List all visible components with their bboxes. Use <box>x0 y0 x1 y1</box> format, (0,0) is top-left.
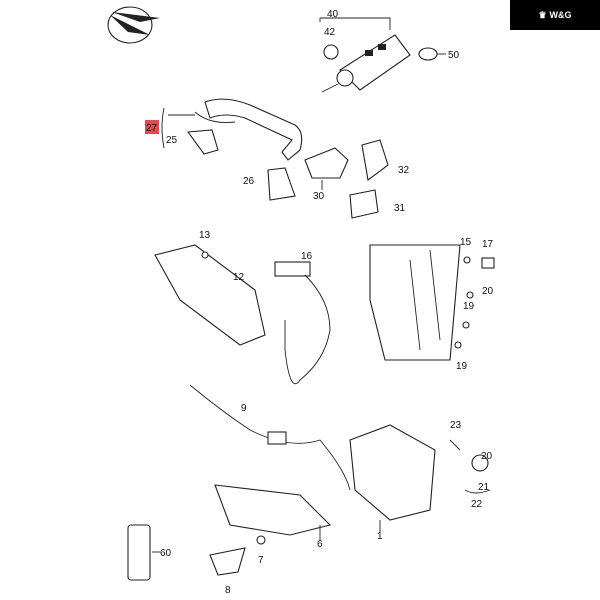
highlight-box <box>145 120 159 134</box>
key-fob <box>321 34 411 93</box>
crown-icon: ♛ <box>538 9 547 20</box>
lock-cylinder-30 <box>304 147 349 190</box>
screw-7 <box>256 535 266 545</box>
callout-30: 30 <box>313 191 325 202</box>
callout-21: 21 <box>478 482 490 493</box>
brand-badge: ♛ W&G <box>510 0 600 30</box>
seal-26 <box>267 167 296 201</box>
callout-60: 60 <box>160 548 172 559</box>
vw-logo <box>107 6 160 44</box>
callout-40: 40 <box>327 9 339 20</box>
cap-8 <box>209 547 246 576</box>
callout-9: 9 <box>241 403 247 414</box>
callout-7: 7 <box>258 555 264 566</box>
callout-labels: 40 42 50 27 25 26 30 32 31 13 12 16 15 1… <box>146 9 494 596</box>
callout-19-upper: 19 <box>463 301 475 312</box>
callout-17: 17 <box>482 239 494 250</box>
callout-6: 6 <box>317 539 323 550</box>
callout-42: 42 <box>324 27 336 38</box>
callout-15: 15 <box>460 237 472 248</box>
battery-50 <box>418 47 438 61</box>
brand-badge-text: W&G <box>549 10 572 20</box>
cap-32 <box>361 139 389 181</box>
callout-16: 16 <box>301 251 313 262</box>
callout-1: 1 <box>377 531 383 542</box>
door-panel <box>369 244 461 361</box>
callout-22: 22 <box>471 499 483 510</box>
callout-19-lower: 19 <box>456 361 468 372</box>
callout-25: 25 <box>166 135 178 146</box>
callout-8: 8 <box>225 585 231 596</box>
callout-23: 23 <box>450 420 462 431</box>
grease-tube-60 <box>127 524 151 581</box>
door-lock-1 <box>349 424 436 521</box>
callout-27: 27 <box>146 123 158 134</box>
callout-31: 31 <box>394 203 406 214</box>
cable-16 <box>274 261 331 385</box>
callout-13: 13 <box>199 230 211 241</box>
callout-20-upper: 20 <box>482 286 494 297</box>
callout-50: 50 <box>448 50 460 61</box>
callout-32: 32 <box>398 165 410 176</box>
callout-20-lower: 20 <box>481 451 493 462</box>
battery-42 <box>323 44 339 60</box>
callout-26: 26 <box>243 176 255 187</box>
exterior-handle <box>161 98 303 161</box>
cap-31 <box>349 189 379 219</box>
handle-carrier-12 <box>154 244 266 346</box>
callout-12: 12 <box>233 272 245 283</box>
interior-handle-6 <box>214 484 332 536</box>
